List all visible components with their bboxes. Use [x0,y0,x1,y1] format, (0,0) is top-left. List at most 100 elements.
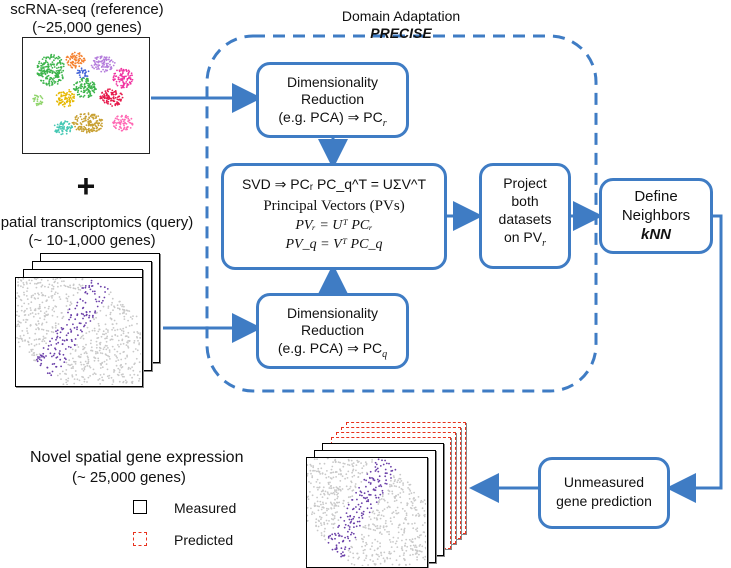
tissue-cell-point [401,534,404,536]
tissue-cell-point [379,484,382,486]
tissue-cell-point [66,339,68,342]
tissue-cell-point [377,496,380,499]
tissue-cell-point [116,350,119,353]
tsne-cell-point [57,75,60,78]
tsne-cell-point [84,117,87,120]
tissue-cell-point [311,475,314,477]
tissue-cell-point [339,516,342,519]
tsne-cell-point [69,57,71,60]
tissue-cell-point [362,538,364,541]
tissue-cell-point [109,313,112,316]
tissue-cell-point [377,458,380,461]
tissue-cell-point [381,489,384,492]
tissue-cell-point [139,332,142,334]
tsne-cell-point [49,63,52,66]
tissue-cell-point [84,360,87,363]
tissue-cell-point [42,347,45,349]
tissue-cell-point [380,533,383,535]
tsne-cell-point [115,124,118,127]
tissue-cell-point [42,328,45,331]
tissue-cell-point [86,364,89,367]
tsne-cell-point [131,74,133,77]
tsne-cell-point [108,56,111,59]
tsne-cell-point [34,94,36,97]
tissue-cell-point [72,294,75,297]
tsne-cell-point [74,59,77,61]
tissue-cell-point [332,486,335,489]
tsne-cell-point [110,97,112,100]
tissue-cell-point [322,506,325,509]
tissue-cell-point [98,296,101,298]
spatial-subtitle: (~ 10-1,000 genes) [28,232,156,249]
dimred-top-line2: Reduction [300,91,365,107]
tissue-cell-point [342,551,344,553]
tissue-cell-point [347,555,350,558]
tissue-cell-point [67,345,70,348]
tissue-cell-point [127,319,129,322]
tissue-cell-point [66,298,69,300]
tissue-cell-point [131,324,133,327]
tsne-cell-point [62,69,65,72]
tissue-cell-point [374,563,377,565]
tissue-cell-point [324,511,326,514]
tissue-cell-point [383,559,386,562]
tissue-cell-point [103,286,106,289]
tissue-cell-point [335,546,338,549]
tissue-cell-point [313,504,316,507]
tsne-cell-point [107,88,109,91]
tsne-cell-point [124,121,126,124]
tissue-cell-point [48,283,51,286]
tissue-cell-point [132,350,135,353]
tissue-cell-point [105,354,108,356]
tsne-cell-point [92,126,94,129]
tissue-cell-point [79,329,82,331]
tissue-cell-point [385,483,388,485]
tissue-cell-point [315,481,318,483]
tsne-cell-point [89,90,91,93]
tissue-cell-point [359,494,361,497]
tissue-cell-point [105,340,108,343]
tissue-cell-point [379,517,382,520]
tsne-cell-point [75,128,78,131]
tsne-cell-point [117,121,119,124]
tsne-cell-point [103,56,106,59]
tissue-cell-point [329,501,332,504]
tissue-cell-point [47,330,50,332]
tissue-cell-point [95,333,98,335]
project-line3: datasets [498,211,552,227]
tissue-cell-point [82,306,85,309]
tissue-cell-point [398,564,400,566]
tissue-cell-point [385,525,388,528]
tissue-cell-point [76,328,78,331]
tissue-cell-point [23,291,25,294]
tsne-cell-point [84,72,86,75]
tissue-cell-point [328,520,330,522]
tsne-cell-point [74,62,77,65]
tsne-cell-point [90,85,93,88]
tissue-cell-point [389,485,391,488]
tsne-cell-point [96,129,98,132]
tissue-cell-point [316,478,319,481]
tissue-cell-point [122,330,125,333]
tsne-cell-point [57,129,60,132]
tsne-cell-point [55,129,57,131]
tissue-cell-point [420,534,422,536]
tissue-cell-point [320,534,323,537]
tissue-cell-point [81,330,83,333]
tissue-cell-point [363,526,366,529]
tissue-cell-point [406,502,409,504]
tsne-cell-point [58,98,60,100]
tissue-cell-point [376,478,379,481]
tissue-cell-point [51,294,54,297]
tsne-cell-point [63,101,66,104]
tsne-cell-point [61,62,64,65]
tsne-cell-point [76,120,79,122]
tsne-cell-point [54,57,57,60]
tsne-cell-point [37,103,40,106]
tsne-cell-point [51,63,54,66]
tissue-cell-point [392,536,395,539]
tsne-cell-point [112,61,114,63]
tissue-cell-point [401,507,404,510]
tsne-cell-point [85,131,88,134]
tissue-cell-point [306,472,309,475]
